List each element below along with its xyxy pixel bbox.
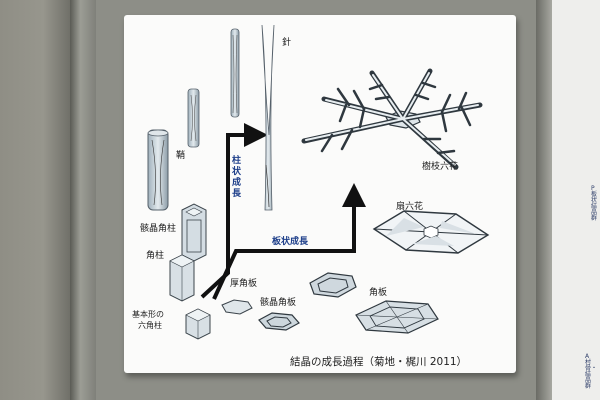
label-plate-growth: 板状成長 — [272, 235, 309, 247]
label-skeletal-plate: 骸晶角板 — [260, 296, 296, 308]
label-dendrite: 樹枝六花 — [422, 160, 458, 172]
skeletal-column-crystal — [181, 203, 207, 262]
frame-bar — [70, 0, 96, 400]
crystal-diagram: 柱状成長 板状成長 針 鞘 骸晶角柱 — [132, 24, 490, 368]
label-needle: 針 — [282, 36, 291, 48]
sheath-crystal-small — [147, 129, 169, 211]
side-panel-bottom-text: A村骨・結晶群 — [585, 353, 598, 390]
dendrite-crystal — [301, 68, 483, 170]
frame-right — [536, 0, 552, 400]
ribbed-plate-crystal — [355, 300, 439, 334]
columnar-growth-arrow — [200, 123, 268, 299]
side-panel-top-text: P板状結晶群 — [591, 185, 598, 222]
column-crystal — [169, 254, 195, 302]
label-plate: 角板 — [369, 286, 387, 298]
poster-caption: 結晶の成長過程（菊地・梶川 2011） — [290, 355, 467, 368]
plate-growth-arrow — [212, 183, 366, 300]
basic-hexagonal-prism — [185, 308, 211, 340]
needle-crystal — [261, 24, 275, 211]
crystal-growth-poster: 柱状成長 板状成長 針 鞘 骸晶角柱 — [124, 15, 516, 373]
sheath-crystal-large — [230, 28, 240, 118]
label-columnar-growth-text: 柱状成長 — [232, 154, 242, 199]
side-panel — [552, 0, 600, 400]
label-skeletal-column: 骸晶角柱 — [140, 222, 176, 234]
label-column: 角柱 — [146, 249, 164, 261]
skeletal-plate-crystal — [258, 312, 300, 331]
label-sheath: 鞘 — [176, 149, 185, 161]
hex-plate-crystal — [309, 272, 357, 298]
wall-left — [0, 0, 72, 400]
label-basic-form: 基本形の六角柱 — [132, 309, 164, 330]
label-sector: 扇六花 — [396, 200, 423, 212]
label-thick-plate: 厚角板 — [230, 277, 257, 289]
sheath-crystal-medium — [187, 88, 200, 148]
sector-plate-crystal — [372, 210, 490, 254]
thick-plate-crystal — [221, 299, 253, 315]
